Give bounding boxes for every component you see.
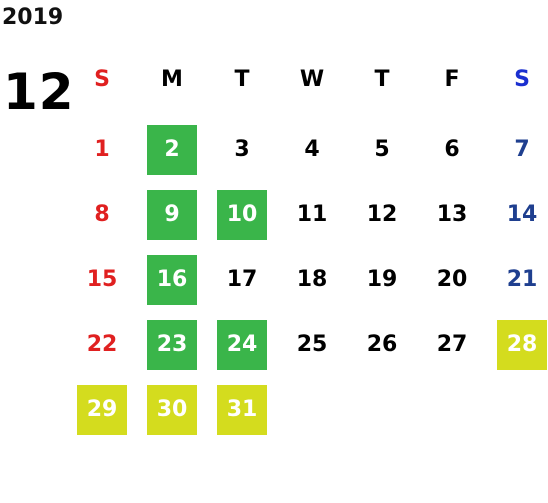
day-cell-18[interactable]: 18 [296, 267, 328, 292]
day-cell-13[interactable]: 13 [436, 202, 468, 227]
day-cell-4[interactable]: 4 [304, 137, 320, 162]
day-cell-1[interactable]: 1 [94, 137, 110, 162]
weekday-header-mon: M [161, 67, 183, 92]
day-cell-5[interactable]: 5 [374, 137, 390, 162]
day-cell-30[interactable]: 30 [147, 385, 197, 435]
day-cell-19[interactable]: 19 [366, 267, 398, 292]
day-cell-12[interactable]: 12 [366, 202, 398, 227]
month-number: 12 [3, 63, 75, 121]
day-cell-22[interactable]: 22 [86, 332, 118, 357]
day-cell-25[interactable]: 25 [296, 332, 328, 357]
day-cell-15[interactable]: 15 [86, 267, 118, 292]
day-cell-7[interactable]: 7 [514, 137, 530, 162]
day-cell-31[interactable]: 31 [217, 385, 267, 435]
day-cell-11[interactable]: 11 [296, 202, 328, 227]
day-cell-8[interactable]: 8 [94, 202, 110, 227]
day-cell-29[interactable]: 29 [77, 385, 127, 435]
day-cell-21[interactable]: 21 [506, 267, 538, 292]
weekday-header-sat: S [514, 67, 530, 92]
weekday-header-thu: T [374, 67, 390, 92]
day-cell-28[interactable]: 28 [497, 320, 547, 370]
day-cell-3[interactable]: 3 [234, 137, 250, 162]
day-cell-16[interactable]: 16 [147, 255, 197, 305]
day-cell-27[interactable]: 27 [436, 332, 468, 357]
day-cell-10[interactable]: 10 [217, 190, 267, 240]
day-cell-14[interactable]: 14 [506, 202, 538, 227]
day-cell-24[interactable]: 24 [217, 320, 267, 370]
weekday-header-sun: S [94, 67, 110, 92]
day-cell-20[interactable]: 20 [436, 267, 468, 292]
year-label: 2019 [2, 5, 64, 30]
weekday-header-wed: W [299, 67, 325, 92]
day-cell-2[interactable]: 2 [147, 125, 197, 175]
day-cell-17[interactable]: 17 [226, 267, 258, 292]
day-cell-26[interactable]: 26 [366, 332, 398, 357]
day-cell-6[interactable]: 6 [444, 137, 460, 162]
weekday-header-tue: T [234, 67, 250, 92]
weekday-header-fri: F [444, 67, 460, 92]
day-cell-23[interactable]: 23 [147, 320, 197, 370]
day-cell-9[interactable]: 9 [147, 190, 197, 240]
